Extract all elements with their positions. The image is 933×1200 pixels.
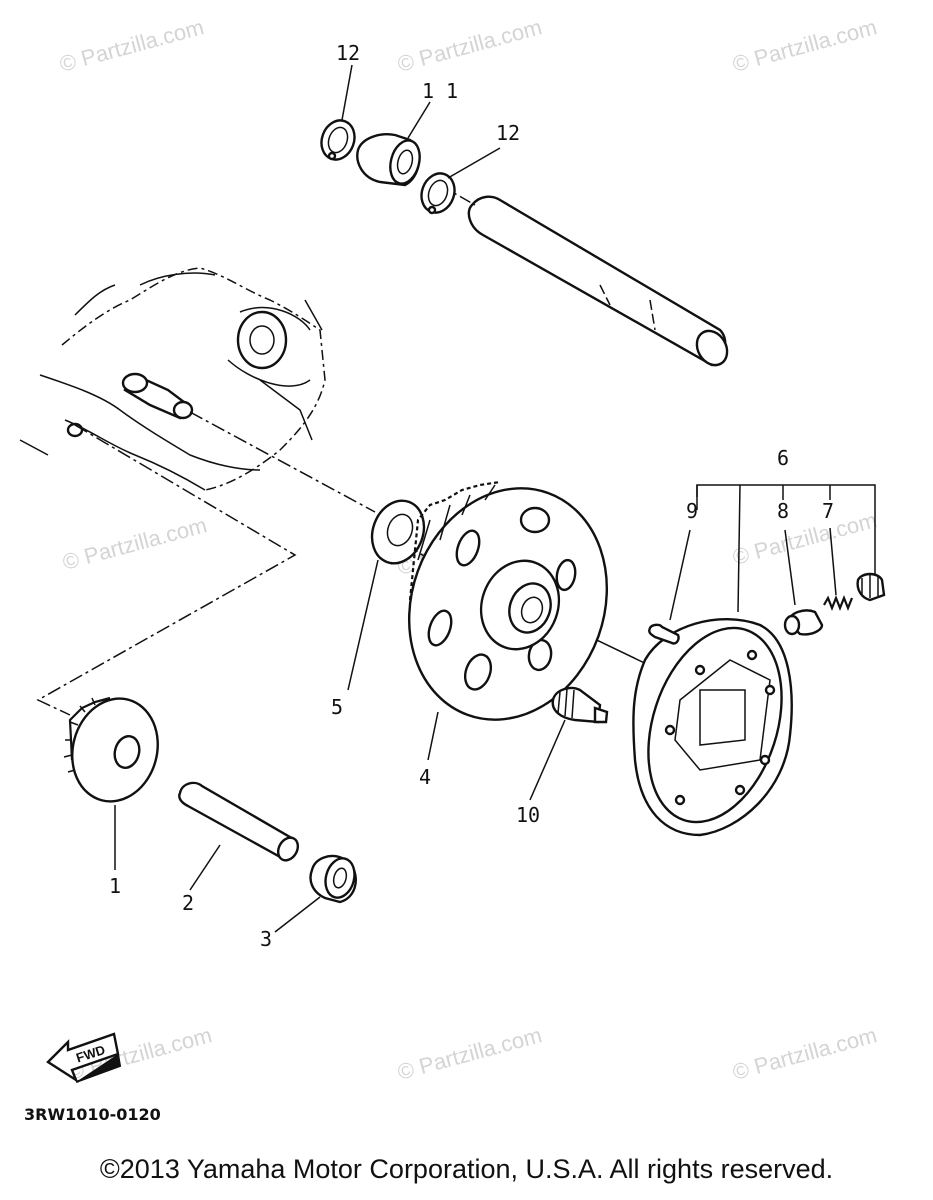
part-12-circlip-lower: [420, 172, 456, 215]
part-9-pin: [648, 623, 680, 645]
callout-10: 10: [516, 803, 540, 827]
part-4-starter-wheel-gear: [407, 480, 609, 721]
part-10-bolt: [551, 686, 609, 724]
part-2-shaft: [178, 781, 300, 862]
guide-line-crankcase: [36, 424, 297, 716]
upper-shaft: [439, 184, 729, 367]
callout-12-upper: 12: [336, 41, 360, 65]
callout-9: 9: [686, 499, 698, 523]
part-6-starter-clutch: [632, 618, 793, 837]
watermark-3: © Partzilla.com: [730, 14, 880, 77]
diagram-code: 3RW1010-0120: [24, 1105, 161, 1124]
copyright-notice: ©2013 Yamaha Motor Corporation, U.S.A. A…: [99, 1154, 834, 1184]
guide-line-seal: [189, 411, 376, 513]
callout-12-lower: 12: [496, 121, 520, 145]
watermark-9: © Partzilla.com: [730, 1022, 880, 1085]
callout-3: 3: [260, 927, 272, 951]
callout-1: 1: [109, 874, 121, 898]
watermark-4: © Partzilla.com: [60, 512, 210, 575]
watermark-8: © Partzilla.com: [395, 1022, 545, 1085]
part-7-spring: [823, 595, 854, 611]
part-1-idle-gear: [63, 696, 159, 803]
fwd-arrow-icon: FWD: [46, 1032, 122, 1084]
part-5-oil-seal: [370, 499, 426, 565]
part-3-bearing: [309, 854, 357, 904]
callout-4: 4: [419, 765, 431, 789]
part-12-circlip-upper: [320, 119, 356, 161]
callout-11: 1 1: [422, 79, 458, 103]
callout-6: 6: [777, 446, 789, 470]
watermark-2: © Partzilla.com: [395, 14, 545, 77]
part-6-cap: [856, 572, 886, 602]
crankcase-outline: [19, 267, 326, 491]
callout-8: 8: [777, 499, 789, 523]
watermark-6: © Partzilla.com: [730, 507, 880, 570]
watermark-1: © Partzilla.com: [57, 14, 207, 77]
part-8-plunger: [783, 609, 824, 636]
part-11-bearing: [356, 133, 421, 187]
bracket-6: [696, 484, 876, 575]
callout-7: 7: [822, 499, 834, 523]
callout-5: 5: [331, 695, 343, 719]
callout-2: 2: [182, 891, 194, 915]
leader-lines: [114, 64, 837, 933]
